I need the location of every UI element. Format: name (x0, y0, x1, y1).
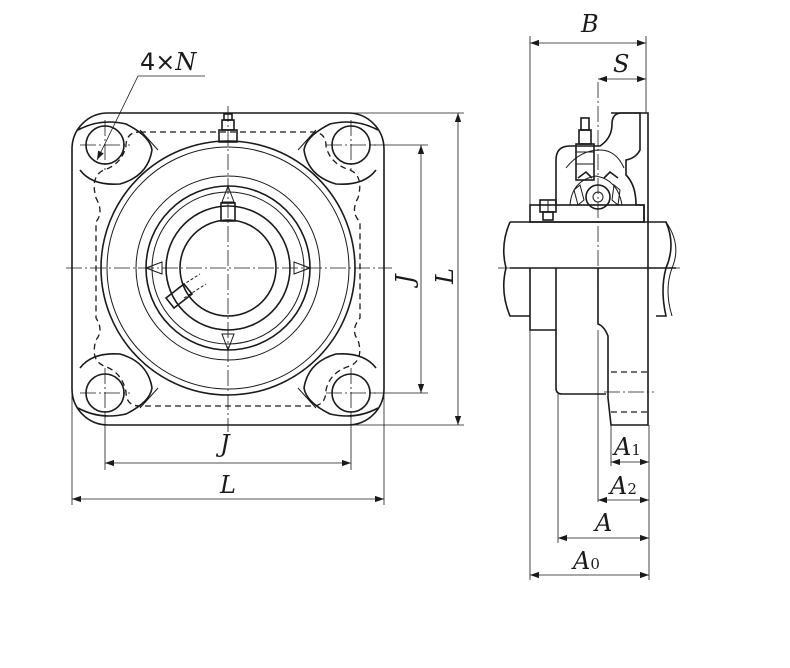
corner-boss-tr (303, 121, 379, 186)
dim-label-A2: A2 (608, 472, 637, 500)
corner-boss-tl (77, 121, 153, 186)
housing-upper (555, 112, 645, 222)
shaft-bore (179, 219, 277, 317)
dim-label-L-side: L (431, 268, 459, 285)
dim-label-S: S (613, 50, 629, 78)
web-line-tl (139, 129, 159, 151)
inner-ring-collar (529, 204, 645, 223)
set-screw-side-view (539, 199, 557, 221)
dim-label-A1: A1 (612, 433, 641, 461)
corner-boss-bl (77, 352, 153, 417)
dim-label-A: A (593, 509, 612, 537)
housing-flange (597, 112, 649, 426)
web-line-bl (139, 387, 159, 409)
hole-count-label: 4×N (140, 48, 197, 76)
hole-leader (96, 75, 139, 161)
bearing-section (573, 170, 621, 210)
grease-nipple-side (575, 117, 595, 181)
housing-body (529, 268, 606, 395)
corner-boss-br (303, 352, 379, 417)
hidden-housing-outline (93, 131, 361, 407)
dim-label-J-side: J (391, 273, 419, 289)
web-line-tr (297, 129, 317, 151)
web-line-br (297, 387, 317, 409)
set-screw-side (164, 273, 207, 310)
dim-label-A0: A0 (571, 547, 600, 575)
side-view: B S A1 A2 A A0 (498, 10, 680, 580)
dim-label-B: B (580, 10, 599, 38)
dim-label-L-bottom: L (219, 471, 236, 499)
front-view: 4×N J L J L (66, 48, 464, 505)
dim-label-J-bottom: J (215, 430, 231, 458)
